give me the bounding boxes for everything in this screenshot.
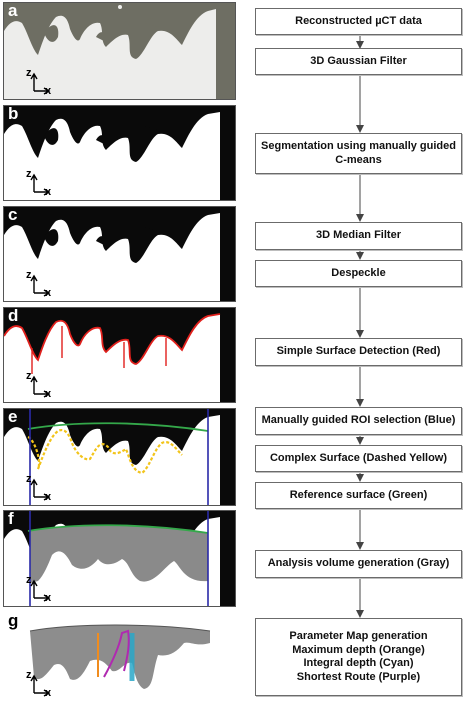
axis-icon: [30, 173, 51, 196]
panel-a: a z x: [3, 2, 236, 100]
axis-icon: [30, 375, 51, 398]
axis-x-label: x: [45, 687, 52, 699]
axis-x-label: x: [45, 388, 52, 400]
step-gaussian-filter: 3D Gaussian Filter: [255, 48, 462, 75]
axis-icon: [30, 274, 51, 297]
step-analysis-volume: Analysis volume generation (Gray): [255, 550, 462, 578]
axis-icon: [30, 72, 51, 95]
axis-icon: [30, 674, 51, 697]
panel-g: g z x: [3, 612, 236, 702]
axis-icon: [30, 579, 51, 602]
axis-z-label: z: [26, 370, 32, 382]
step-simple-surface: Simple Surface Detection (Red): [255, 338, 462, 366]
step-parameter-map: Parameter Map generation Maximum depth (…: [255, 618, 462, 696]
axis-z-label: z: [26, 574, 32, 586]
axis-z-label: z: [26, 669, 32, 681]
axis-x-label: x: [45, 592, 52, 604]
axis-icon: [30, 478, 51, 501]
axis-z-label: z: [26, 269, 32, 281]
panel-label: d: [8, 307, 19, 325]
panel-label: g: [8, 612, 19, 630]
axis-z-label: z: [26, 473, 32, 485]
axis-z-label: z: [26, 67, 32, 79]
panel-d: d z x: [3, 307, 236, 403]
axis-x-label: x: [45, 186, 52, 198]
step-roi-selection: Manually guided ROI selection (Blue): [255, 407, 462, 435]
panel-label: c: [8, 206, 18, 224]
axis-x-label: x: [45, 491, 52, 503]
step-segmentation: Segmentation using manually guided C-mea…: [255, 133, 462, 174]
panel-e: e z x: [3, 408, 236, 506]
axis-z-label: z: [26, 168, 32, 180]
panel-f: f z x: [3, 510, 236, 607]
panel-label: b: [8, 105, 19, 123]
panel-b: b z x: [3, 105, 236, 201]
step-despeckle: Despeckle: [255, 260, 462, 287]
step-reconstructed-data: Reconstructed µCT data: [255, 8, 462, 35]
axis-x-label: x: [45, 85, 52, 97]
step-reference-surface: Reference surface (Green): [255, 482, 462, 509]
panel-c: c z x: [3, 206, 236, 302]
panel-label: f: [8, 510, 14, 528]
panel-label: a: [8, 2, 18, 20]
step-complex-surface: Complex Surface (Dashed Yellow): [255, 445, 462, 472]
panel-label: e: [8, 408, 18, 426]
step-median-filter: 3D Median Filter: [255, 222, 462, 250]
axis-x-label: x: [45, 287, 52, 299]
